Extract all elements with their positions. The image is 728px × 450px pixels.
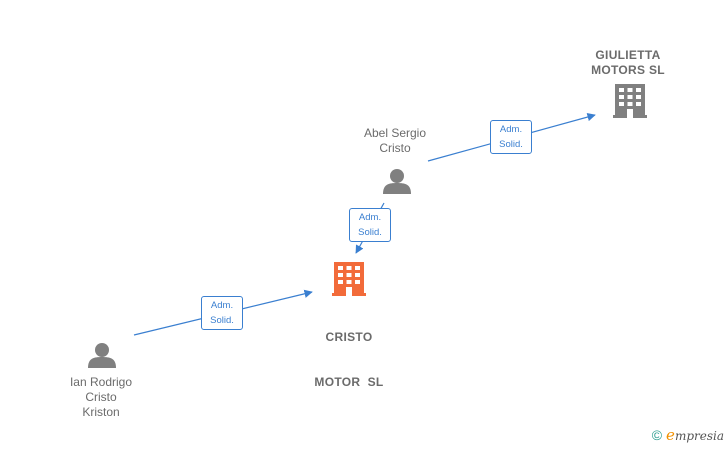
building-icon[interactable]	[613, 84, 647, 118]
node-label-line: CRISTO	[325, 330, 373, 344]
edge-label-role: Adm.	[358, 212, 382, 223]
edge-label-role: Adm.	[499, 124, 523, 135]
edge-label-ian-to-cristo-motor: Adm. Solid.	[201, 296, 243, 330]
node-label-line: MOTORS SL	[591, 63, 665, 77]
node-label-cristo-motor[interactable]: CRISTO MOTOR SL	[306, 300, 392, 405]
edge-label-role: Solid.	[358, 227, 382, 238]
node-label-giulietta-motors[interactable]: GIULIETTA MOTORS SL	[588, 48, 668, 78]
node-label-line: Abel Sergio	[363, 126, 427, 140]
node-label-line: MOTOR SL	[314, 375, 384, 389]
node-label-line: Cristo	[379, 141, 411, 155]
edge-label-role: Adm.	[210, 300, 234, 311]
brand-letter: e	[666, 426, 675, 444]
edge-label-role: Solid.	[210, 315, 234, 326]
node-label-ian-rodrigo-cristo-kriston[interactable]: Ian Rodrigo Cristo Kriston	[58, 375, 144, 420]
brand-logo[interactable]: ©empresia	[652, 426, 724, 444]
copyright-icon: ©	[651, 427, 663, 443]
edge-label-abel-to-giulietta: Adm. Solid.	[490, 120, 532, 154]
node-label-abel-sergio-cristo[interactable]: Abel Sergio Cristo	[352, 126, 438, 156]
node-label-line: Cristo	[85, 390, 117, 404]
building-icon[interactable]	[332, 262, 366, 296]
node-label-line: Kriston	[82, 405, 120, 419]
person-icon[interactable]	[383, 169, 411, 194]
node-label-line: GIULIETTA	[595, 48, 661, 62]
edge-label-role: Solid.	[499, 139, 523, 150]
person-icon[interactable]	[88, 343, 116, 368]
brand-name: mpresia	[674, 429, 724, 443]
edge-label-abel-to-cristo-motor: Adm. Solid.	[349, 208, 391, 242]
node-label-line: Ian Rodrigo	[69, 375, 133, 389]
